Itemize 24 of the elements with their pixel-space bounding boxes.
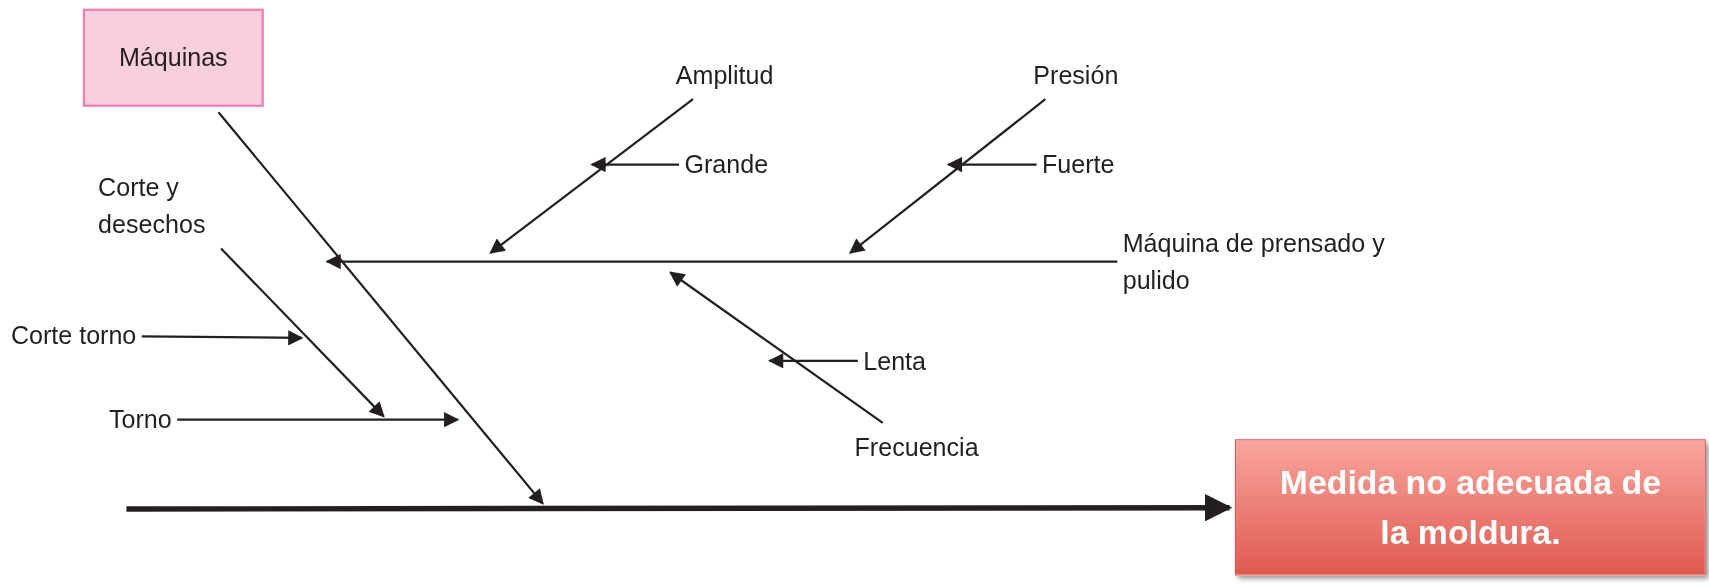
arrow xyxy=(141,330,304,346)
effect-box: Medida no adecuada de la moldura. xyxy=(1234,439,1706,576)
cause-label: Amplitud xyxy=(675,56,774,94)
cause-label: Corte y desechos xyxy=(98,168,262,244)
arrow xyxy=(849,98,1047,254)
cause-label: Grande xyxy=(684,146,769,184)
cause-label: Lenta xyxy=(863,342,926,380)
cause-label: Corte torno xyxy=(10,317,137,355)
cause-label: Frecuencia xyxy=(854,428,979,466)
cause-label: Fuerte xyxy=(1042,146,1115,184)
arrow xyxy=(220,247,385,418)
arrow xyxy=(325,253,1118,270)
arrow xyxy=(126,494,1233,522)
arrow xyxy=(946,156,1037,173)
arrow xyxy=(768,353,858,369)
arrow xyxy=(669,271,884,424)
arrow xyxy=(590,156,680,173)
category-box: Máquinas xyxy=(82,8,264,107)
cause-label: Torno xyxy=(109,401,172,439)
arrow xyxy=(217,111,544,505)
cause-label: Máquina de prensado y pulido xyxy=(1122,224,1409,299)
arrow xyxy=(489,98,694,254)
arrow xyxy=(177,412,460,428)
cause-label: Presión xyxy=(1033,56,1119,94)
